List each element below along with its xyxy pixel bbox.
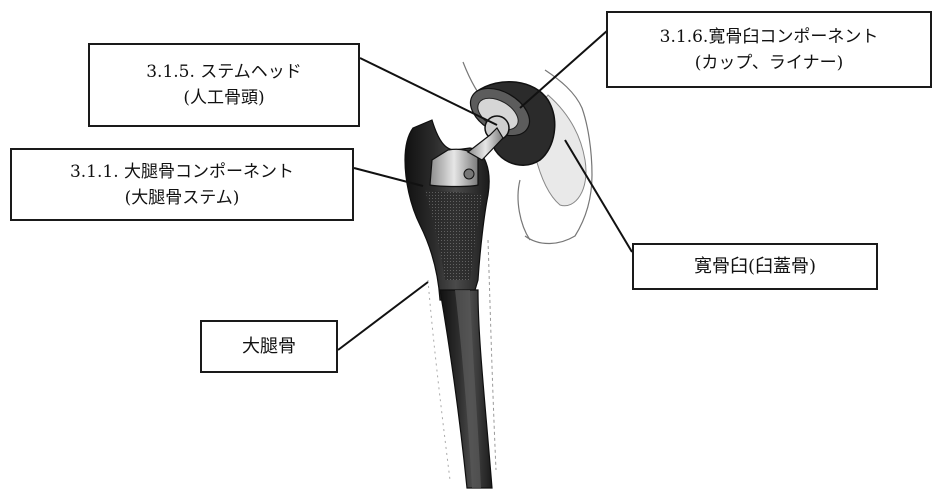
callout-acetabulum: 寛骨臼(臼蓋骨) <box>632 243 878 290</box>
callout-acetabular-component-title: 3.1.6.寛骨臼コンポーネント <box>659 26 879 47</box>
callout-femur: 大腿骨 <box>200 320 338 373</box>
callout-femoral-component-subtitle: (大腿骨ステム) <box>124 187 240 208</box>
leader-line-acetabulum <box>564 139 633 253</box>
callout-acetabular-component-subtitle: (カップ、ライナー) <box>694 52 844 73</box>
femur-bone-texture <box>425 190 482 280</box>
callout-stem-head-subtitle: (人工骨頭) <box>183 88 265 108</box>
leader-line-acetabular-component <box>519 29 609 109</box>
femoral-stem <box>429 127 504 188</box>
leader-line-femoral-component <box>353 167 424 187</box>
callout-acetabulum-title: 寛骨臼(臼蓋骨) <box>693 255 817 277</box>
leader-lines <box>337 29 633 351</box>
callout-femoral-component-title: 3.1.1. 大腿骨コンポーネント <box>69 161 295 182</box>
callout-stem-head: 3.1.5. ステムヘッド (人工骨頭) <box>88 43 360 127</box>
femur-shaft-core <box>455 290 481 488</box>
femur-outer-contour-left <box>427 279 451 481</box>
leader-line-stem-head <box>359 57 498 126</box>
femur-outer-contour <box>487 239 497 471</box>
callout-stem-head-title: 3.1.5. ステムヘッド <box>146 62 302 82</box>
callout-femur-title: 大腿骨 <box>242 335 296 357</box>
callout-femoral-component: 3.1.1. 大腿骨コンポーネント (大腿骨ステム) <box>10 148 354 221</box>
leader-line-femur <box>337 281 429 351</box>
callout-acetabular-component: 3.1.6.寛骨臼コンポーネント (カップ、ライナー) <box>606 11 932 88</box>
